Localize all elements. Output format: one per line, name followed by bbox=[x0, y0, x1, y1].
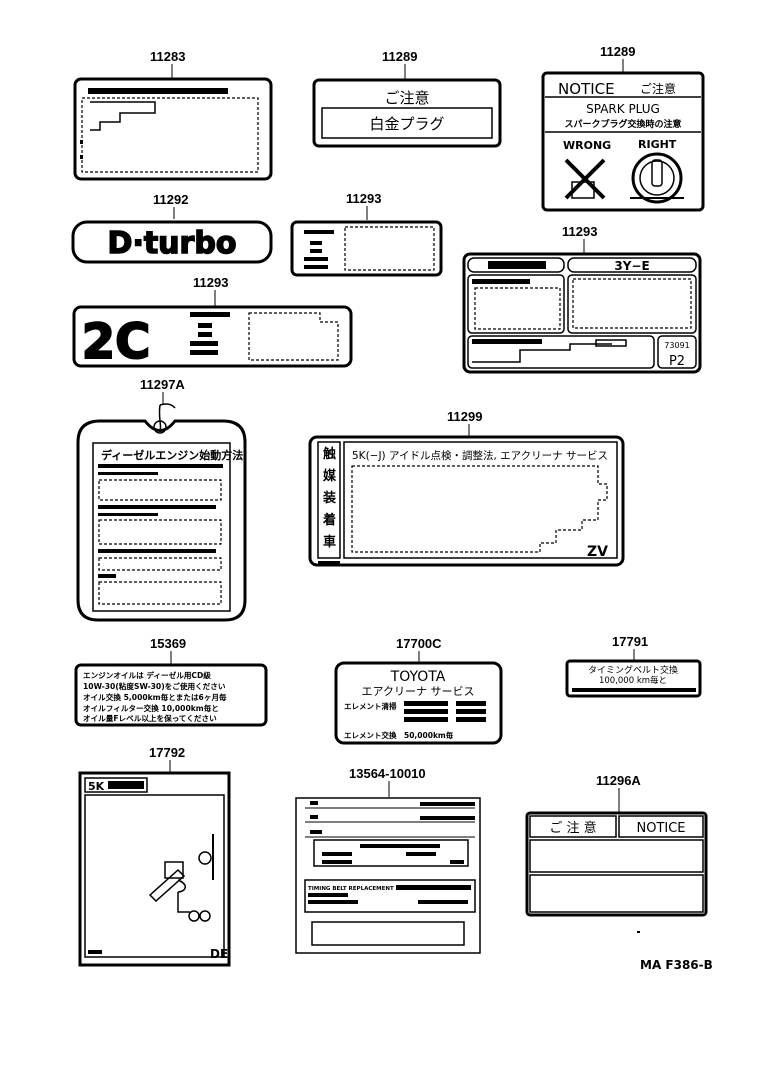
idle-adjust-title: 5K(−J) アイドル点検・調整法, エアクリーナ サービス bbox=[352, 449, 608, 462]
wrong-x-icon bbox=[564, 158, 606, 200]
toyota-text: TOYOTA bbox=[390, 669, 446, 685]
part-number-11292: 11292 bbox=[153, 192, 188, 207]
right-plug-icon bbox=[630, 152, 684, 204]
engine-3ye-text: 3Y−E bbox=[614, 259, 649, 273]
figure-code: MA F386-B bbox=[640, 958, 713, 972]
label-11299-idle-adjust: 触媒装着車 5K(−J) アイドル点検・調整法, エアクリーナ サービス ZV bbox=[308, 435, 625, 567]
platinum-plug-text: 白金プラグ bbox=[369, 115, 444, 133]
spark-plug-jp: スパークプラグ交換時の注意 bbox=[564, 118, 681, 130]
label-11293-2c: 2C bbox=[72, 305, 353, 371]
label-11293-small bbox=[290, 220, 443, 277]
part-number-17791: 17791 bbox=[612, 634, 648, 649]
oil-line-3: オイル交換 5,000km毎とまたは6ヶ月毎 bbox=[83, 692, 227, 702]
label-11293-3ye: 3Y−E 73091 P2 bbox=[462, 252, 702, 374]
part-number-17792: 17792 bbox=[149, 745, 185, 760]
oil-text: エンジンオイルは ディーゼル用CD級 bbox=[83, 670, 211, 680]
element-clean-text: エレメント清掃 bbox=[344, 701, 397, 711]
part-number-11283: 11283 bbox=[150, 49, 185, 64]
engine-diagram-icon bbox=[148, 834, 214, 922]
timing-km-text: 100,000 km毎と bbox=[599, 675, 667, 686]
wrong-text: WRONG bbox=[563, 139, 611, 152]
air-cleaner-service-text: エアクリーナ サービス bbox=[362, 685, 475, 698]
part-number-11289-a: 11289 bbox=[382, 49, 417, 64]
label-5k-small: 5K bbox=[88, 780, 105, 793]
caution-title: ご注意 bbox=[384, 89, 429, 107]
code-p2: P2 bbox=[669, 354, 685, 369]
label-17791-timing-belt: タイミングベルト交換 100,000 km毎と bbox=[565, 659, 702, 698]
label-17700c-air-cleaner: TOYOTA エアクリーナ サービス エレメント清掃 エレメント交換 50,00… bbox=[334, 661, 503, 745]
oil-line-5: オイル量Fレベル以上を保ってください bbox=[83, 713, 217, 723]
timing-belt-replacement-text: TIMING BELT REPLACEMENT bbox=[308, 886, 394, 892]
notice-title: NOTICE bbox=[558, 80, 615, 98]
element-km-text: 50,000km毎 bbox=[404, 730, 454, 740]
label-15369-engine-oil: エンジンオイルは ディーゼル用CD級 10W-30(粘度SW-30)をご使用くだ… bbox=[74, 663, 268, 727]
oil-line-4: オイルフィルター交換 10,000km毎と bbox=[83, 703, 219, 713]
label-11283 bbox=[73, 77, 273, 181]
label-11297a-diesel-tag: ディーゼルエンジン始動方法 bbox=[76, 403, 247, 622]
part-number-11289-b: 11289 bbox=[600, 44, 635, 59]
part-number-13564-10010: 13564-10010 bbox=[349, 766, 426, 781]
code-73091: 73091 bbox=[664, 341, 689, 350]
side-chars: 触媒装着車 bbox=[322, 446, 337, 550]
caution-spaced-text: ご 注 意 bbox=[549, 820, 596, 836]
diesel-tag-title: ディーゼルエンジン始動方法 bbox=[101, 448, 243, 462]
callouts: 11283 11289 11289 11292 11293 11293 1129… bbox=[140, 44, 648, 812]
oil-line-1: エンジンオイルは ディーゼル用CD級 bbox=[83, 670, 211, 680]
part-number-11296a: 11296A bbox=[596, 773, 641, 788]
zv-code: ZV bbox=[587, 544, 608, 560]
label-11289-platinum-plug: ご注意 白金プラグ bbox=[312, 78, 502, 148]
part-number-15369: 15369 bbox=[150, 636, 186, 651]
engine-2c-logo: 2C bbox=[82, 314, 151, 370]
notice-jp: ご注意 bbox=[640, 81, 676, 96]
part-number-11293-a: 11293 bbox=[346, 191, 381, 206]
timing-belt-text: タイミングベルト交換 bbox=[588, 664, 678, 676]
part-number-11299: 11299 bbox=[447, 409, 482, 424]
label-13564-10010: TIMING BELT REPLACEMENT bbox=[295, 797, 481, 954]
spark-plug-text: SPARK PLUG bbox=[586, 102, 660, 116]
part-number-11297a: 11297A bbox=[140, 377, 185, 392]
label-11289-spark-plug-notice: NOTICE ご注意 SPARK PLUG スパークプラグ交換時の注意 WRON… bbox=[541, 71, 705, 212]
element-replace-text: エレメント交換 bbox=[344, 730, 397, 740]
notice-spaced-text: NOTICE bbox=[636, 821, 685, 836]
right-text: RIGHT bbox=[638, 138, 677, 151]
part-number-17700c: 17700C bbox=[396, 636, 442, 651]
oil-line-2: 10W-30(粘度SW-30)をご使用ください bbox=[83, 681, 226, 691]
part-number-11293-c: 11293 bbox=[193, 275, 228, 290]
de-code: DE bbox=[210, 947, 228, 961]
label-17792-5k-de: 5K DE bbox=[78, 771, 231, 967]
label-11292-dturbo: D·turbo bbox=[71, 220, 273, 264]
label-11296a-notice: ご 注 意 NOTICE bbox=[525, 811, 708, 917]
part-number-11293-b: 11293 bbox=[562, 224, 597, 239]
dturbo-logo: D·turbo bbox=[108, 226, 237, 261]
